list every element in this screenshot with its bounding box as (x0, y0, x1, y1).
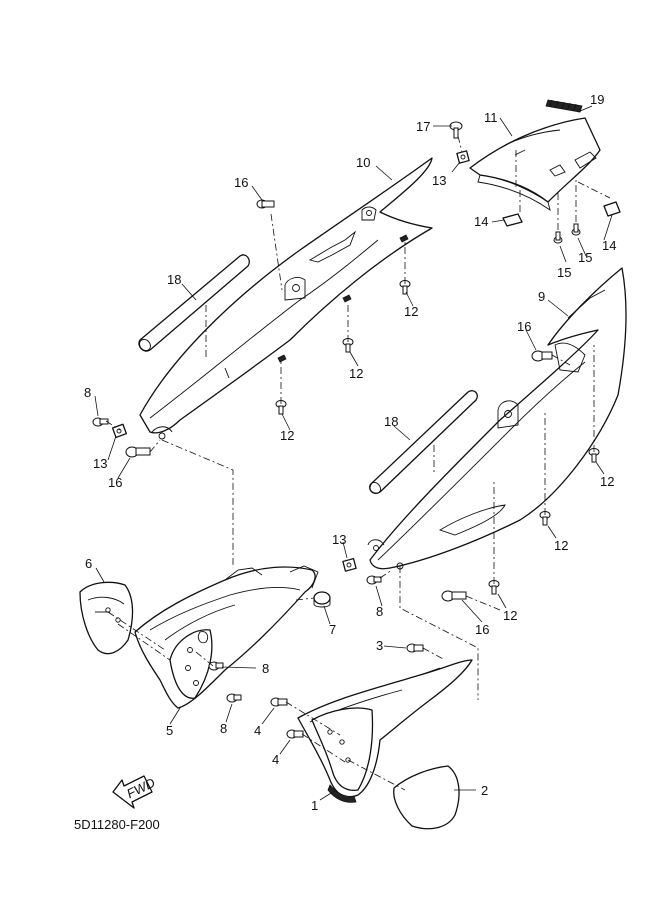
callout-12-f: 12 (503, 608, 517, 623)
nut-13-top (456, 150, 470, 164)
bolt-17 (449, 121, 463, 139)
callout-4-a: 4 (254, 723, 261, 738)
bolts (92, 121, 600, 739)
callout-19: 19 (590, 92, 604, 107)
callout-17: 17 (416, 119, 430, 134)
part-18-rod-left (138, 254, 250, 352)
callout-4-b: 4 (272, 752, 279, 767)
part-2-shell (393, 765, 460, 830)
part-7-plug (313, 591, 331, 608)
nut-13-right (342, 557, 357, 572)
callout-3: 3 (376, 638, 383, 653)
callout-13-right: 13 (332, 532, 346, 547)
callout-16-left: 16 (108, 475, 122, 490)
part-6-cap (79, 581, 134, 655)
part-11-tail-cover (469, 117, 601, 212)
screw-8-b (366, 575, 382, 585)
bolt-16-right-lower (441, 590, 467, 602)
assembly-lines (105, 135, 611, 791)
bolt-16-right-upper (531, 350, 553, 362)
part-1-front-cover (297, 659, 473, 803)
callout-15-b: 15 (578, 250, 592, 265)
callout-5: 5 (166, 723, 173, 738)
part-14-clip-b (603, 201, 621, 217)
callout-13-top: 13 (432, 173, 446, 188)
screw-8-c (208, 661, 224, 671)
bolt-12-c (275, 400, 287, 415)
screw-8-a (92, 417, 109, 427)
callout-16-right-upper: 16 (517, 319, 531, 334)
callout-labels: 19 11 17 13 14 14 15 15 10 16 18 12 12 1… (84, 92, 616, 813)
callout-9: 9 (538, 289, 545, 304)
callout-16-right-lower: 16 (475, 622, 489, 637)
bolt-16-top (256, 199, 275, 209)
callout-8-c: 8 (262, 661, 269, 676)
callout-18-left: 18 (167, 272, 181, 287)
callout-10: 10 (356, 155, 370, 170)
callout-12-a: 12 (404, 304, 418, 319)
fwd-arrow-icon: FWD (112, 775, 157, 809)
callout-11: 11 (484, 110, 498, 125)
callout-12-d: 12 (600, 474, 614, 489)
callout-12-c: 12 (280, 428, 294, 443)
part-19-label (545, 99, 583, 113)
callout-13-left: 13 (93, 456, 107, 471)
part-10-side-cover-left (139, 157, 433, 440)
leader-lines (94, 105, 613, 801)
part-9-side-cover-right (367, 267, 627, 570)
bolt-15-a (553, 231, 563, 244)
callout-8-b: 8 (376, 604, 383, 619)
screw-8-d (226, 693, 242, 703)
callout-14-right: 14 (602, 238, 616, 253)
callout-6: 6 (85, 556, 92, 571)
screw-3 (406, 643, 424, 653)
part-18-rod-right (369, 390, 478, 495)
part-5-bracket-panel (134, 565, 319, 709)
callout-18-right: 18 (384, 414, 398, 429)
drawing-code: 5D11280-F200 (74, 817, 160, 832)
callout-12-e: 12 (554, 538, 568, 553)
callout-8-d: 8 (220, 721, 227, 736)
callout-16-top: 16 (234, 175, 248, 190)
bolt-15-b (571, 223, 581, 236)
callout-7: 7 (329, 622, 336, 637)
screw-4-b (286, 729, 304, 739)
callout-15-a: 15 (557, 265, 571, 280)
callout-14-left: 14 (474, 214, 488, 229)
callout-12-b: 12 (349, 366, 363, 381)
screw-4-a (270, 697, 288, 707)
bolt-16-left (125, 446, 151, 458)
part-14-clip-a (502, 213, 523, 227)
callout-8-a: 8 (84, 385, 91, 400)
callout-2: 2 (481, 783, 488, 798)
callout-1: 1 (311, 798, 318, 813)
